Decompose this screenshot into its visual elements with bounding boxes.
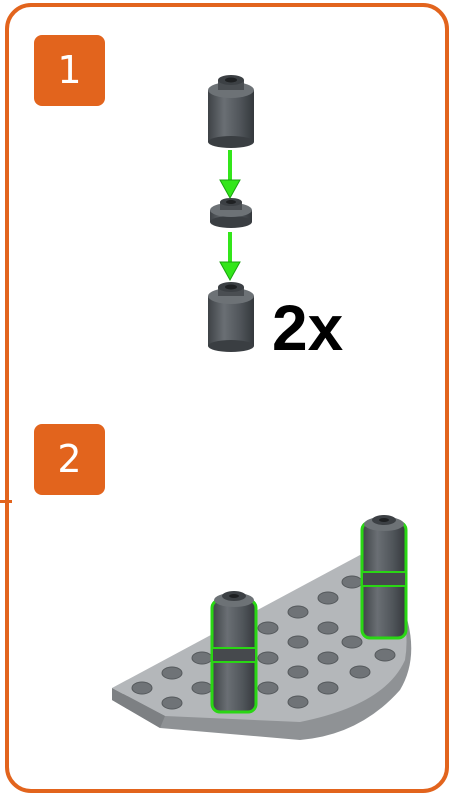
page-edge-marker — [0, 500, 12, 503]
round-brick-icon — [360, 515, 408, 640]
step-1-badge: 1 — [34, 35, 105, 106]
quantity-label: 2x — [272, 292, 344, 364]
round-brick-icon — [208, 75, 254, 148]
arrow-down-icon — [219, 150, 241, 200]
round-brick-icon — [210, 591, 258, 714]
round-plate-icon — [210, 198, 252, 228]
round-brick-icon — [208, 282, 254, 352]
page-frame — [5, 3, 449, 793]
step-2-badge: 2 — [34, 424, 105, 495]
arrow-down-icon — [219, 232, 241, 282]
half-round-plate-icon — [112, 555, 412, 740]
